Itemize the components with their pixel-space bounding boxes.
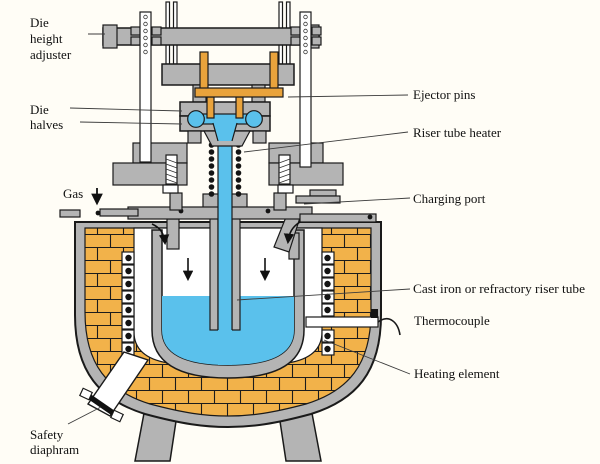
die-cavity-casting <box>187 110 263 142</box>
ejector-pins <box>194 51 284 119</box>
label-ejector-pins: Ejector pins <box>413 87 475 102</box>
gas-flow-arrows <box>91 188 301 282</box>
ejector-plate <box>194 87 284 98</box>
label-safety-diaphram: Safety diaphram <box>30 427 79 457</box>
heating-elements-right <box>321 251 335 356</box>
diaphragm-plate <box>85 392 118 418</box>
moving-platen <box>161 63 295 86</box>
beam-end-clamp-left <box>102 24 118 49</box>
label-charging-port: Charging port <box>413 191 486 206</box>
leader-safety-diaphram <box>67 406 102 425</box>
leader-die-half-lower <box>79 121 183 125</box>
leader-lines <box>67 33 411 425</box>
riser-tube-wall-right <box>231 205 241 331</box>
die-height-adjuster-column-right <box>290 11 322 168</box>
support-post-right <box>273 192 287 211</box>
thermocouple-probe <box>305 309 401 336</box>
leader-charging-port <box>303 197 411 205</box>
gas-inlet-plate-right <box>99 208 139 217</box>
heating-elements-left <box>121 251 135 356</box>
labels: Die height adjuster Die halves Gas Eject… <box>30 15 585 457</box>
leader-riser-tube-heater <box>243 131 409 153</box>
support-post-left <box>169 192 183 211</box>
riser-tube <box>217 139 233 365</box>
label-die-height-adjuster: Die height adjuster <box>30 15 72 62</box>
label-die-halves: Die halves <box>30 102 63 132</box>
leader-heating-element <box>323 339 411 375</box>
label-gas: Gas <box>63 186 83 201</box>
leader-riser-tube <box>236 288 411 301</box>
stop-rod-left <box>199 51 209 91</box>
riser-tube-wall-left <box>209 205 219 331</box>
label-heating-element: Heating element <box>414 366 500 381</box>
label-riser-tube-heater: Riser tube heater <box>413 125 502 140</box>
stop-rod-right <box>269 51 279 91</box>
label-cast-iron-riser-tube: Cast iron or refractory riser tube <box>413 281 585 296</box>
safety-diaphragm <box>78 351 150 423</box>
die-height-adjuster-column-left <box>130 11 162 163</box>
charging-port-assembly <box>295 189 341 204</box>
gas-inlet-plate-left <box>59 209 81 218</box>
adjusting-screw <box>165 154 178 185</box>
leader-ejector-pins <box>287 94 409 98</box>
label-thermocouple: Thermocouple <box>414 313 490 328</box>
lid-hanger-pipe-left <box>166 218 180 250</box>
leader-die-half-upper <box>69 107 183 112</box>
